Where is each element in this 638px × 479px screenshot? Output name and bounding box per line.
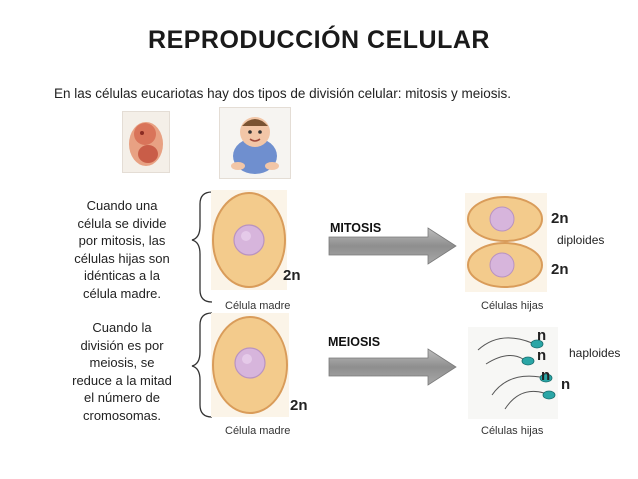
mitosis-note-line: célula madre.: [82, 285, 162, 301]
mitosis-daughter-ploidy-bottom: 2n: [551, 261, 569, 278]
meiosis-mother-label: Célula madre: [225, 425, 291, 437]
meiosis-daughters-label: Células hijas: [481, 425, 544, 437]
baby-image: [219, 107, 291, 179]
mitosis-brace: [191, 191, 213, 303]
meiosis-daughter-type: haploides: [569, 346, 621, 360]
page-subtitle: En las células eucariotas hay dos tipos …: [54, 86, 511, 101]
mitosis-daughter-type: diploides: [557, 233, 605, 247]
page-title: REPRODUCCIÓN CELULAR: [148, 26, 490, 54]
mitosis-daughter-cells: [465, 193, 547, 292]
mitosis-process-label: MITOSIS: [330, 221, 382, 235]
meiosis-note-line: cromosomas.: [82, 407, 162, 423]
mitosis-note-line: Cuando una: [86, 198, 158, 213]
meiosis-brace: [191, 312, 213, 418]
mitosis-note: Cuando una célula se divide por mitosis,…: [58, 197, 186, 302]
meiosis-note-line: el número de: [84, 390, 160, 405]
fetus-image: [122, 111, 170, 173]
meiosis-arrow: [328, 348, 457, 386]
meiosis-gamete-ploidy: n: [541, 367, 551, 384]
meiosis-gametes: [468, 327, 558, 419]
mitosis-note-line: células hijas son: [74, 250, 170, 266]
meiosis-note-line: reduce a la mitad: [72, 372, 172, 388]
meiosis-note: Cuando la división es por meiosis, se re…: [58, 319, 186, 424]
mitosis-mother-ploidy: 2n: [283, 267, 301, 284]
meiosis-gamete-ploidy: n: [537, 347, 547, 364]
meiosis-note-line: Cuando la: [92, 320, 152, 335]
mitosis-mother-cell: [211, 190, 287, 290]
mitosis-arrow: [328, 227, 457, 265]
mitosis-daughters-label: Células hijas: [481, 300, 544, 312]
mitosis-mother-label: Célula madre: [225, 300, 291, 312]
meiosis-mother-cell: [211, 313, 289, 417]
meiosis-gamete-ploidy: n: [561, 376, 571, 393]
meiosis-gamete-ploidy: n: [537, 327, 547, 344]
meiosis-note-line: división es por: [80, 337, 164, 353]
mitosis-note-line: idénticas a la: [84, 268, 160, 283]
mitosis-note-line: célula se divide: [77, 215, 167, 231]
meiosis-mother-ploidy: 2n: [290, 397, 308, 414]
mitosis-daughter-ploidy-top: 2n: [551, 210, 569, 227]
meiosis-note-line: meiosis, se: [89, 355, 155, 370]
mitosis-note-line: por mitosis, las: [78, 233, 166, 248]
meiosis-process-label: MEIOSIS: [328, 335, 381, 349]
